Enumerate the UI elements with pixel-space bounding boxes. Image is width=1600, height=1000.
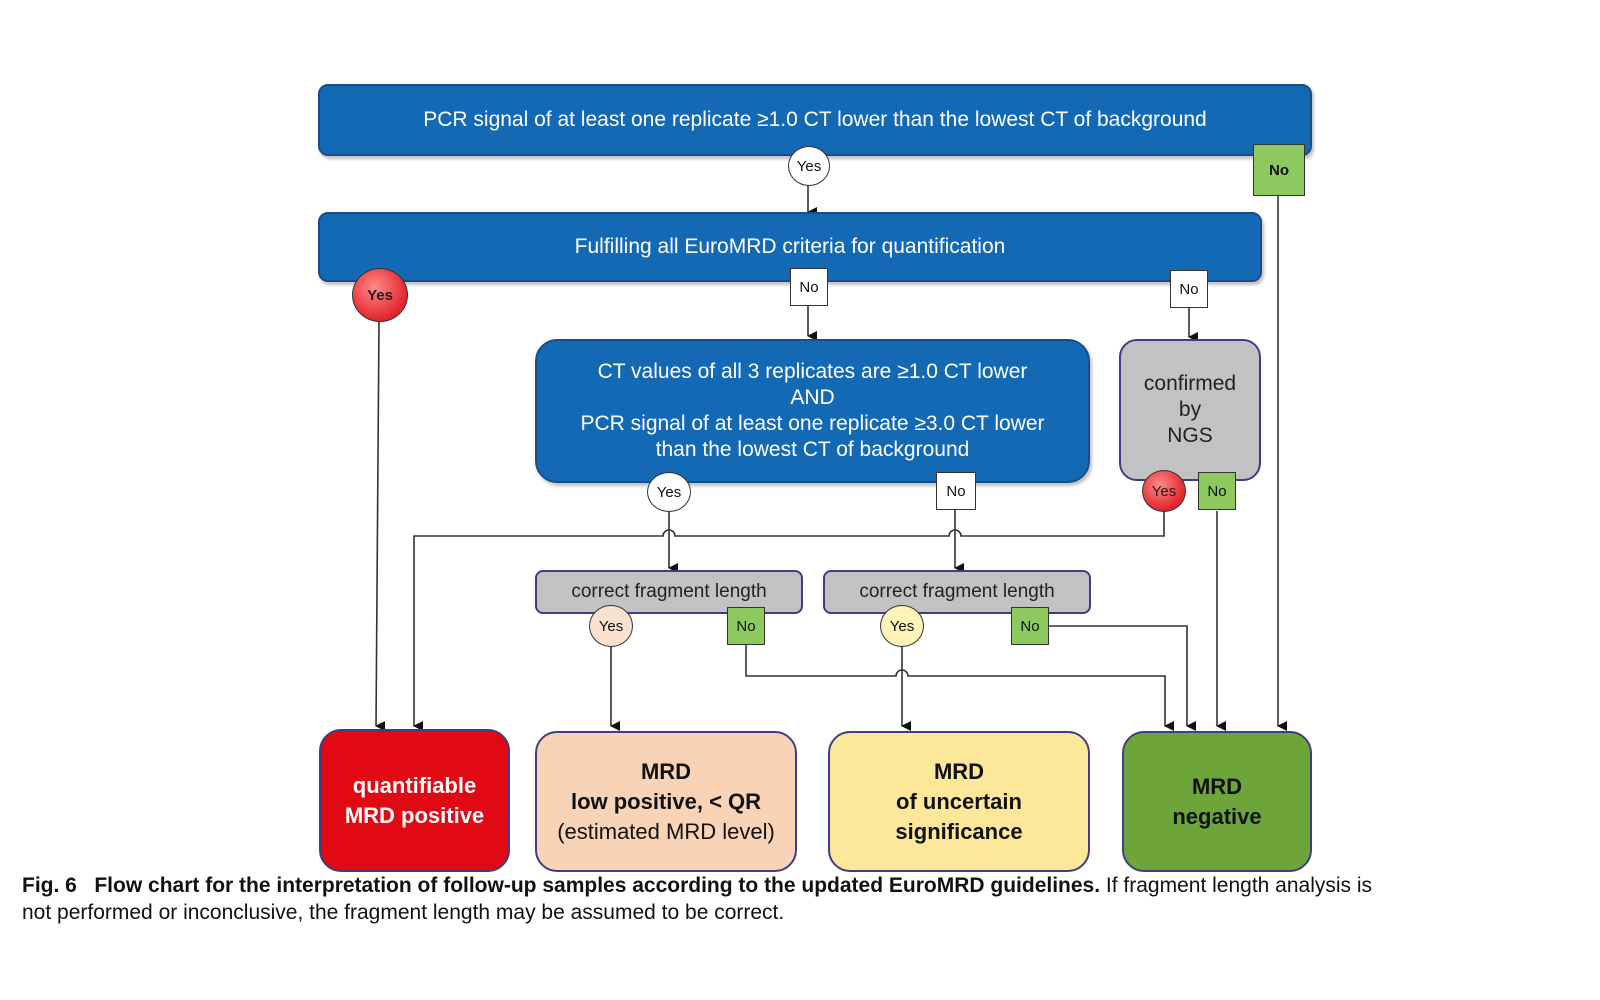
figure-caption: Fig. 6 Flow chart for the interpretation… [22, 872, 1600, 926]
badge-label: No [736, 617, 756, 635]
outcome-2-line-2: low positive, < QR [570, 788, 762, 814]
badge-fragment-left-yes: Yes [589, 605, 633, 647]
outcome-1-line-2: MRD positive [344, 802, 485, 828]
badge-fragment-right-no: No [1011, 607, 1049, 645]
decision-pcr-signal-text: PCR signal of at least one replicate ≥1.… [423, 108, 1207, 131]
badge-ngs-no: No [1198, 472, 1236, 510]
decision-fragment-length-left: correct fragment length [535, 570, 803, 614]
outcome-mrd-negative: MRD negative [1122, 731, 1312, 872]
badge-criteria-no: No [790, 268, 828, 306]
badge-replicates-yes: Yes [647, 472, 691, 512]
badge-label: Yes [598, 617, 624, 635]
outcome-mrd-low-positive: MRD low positive, < QR (estimated MRD le… [535, 731, 797, 872]
ngs-line-3: NGS [1167, 424, 1213, 447]
badge-label: No [799, 278, 819, 296]
caption-line-1: Fig. 6 Flow chart for the interpretation… [22, 872, 1600, 899]
badge-label: Yes [367, 286, 393, 304]
replicates-line-2: AND [790, 386, 835, 409]
badge-label: No [1269, 161, 1289, 179]
edge-criteria-yes [375, 321, 386, 732]
badge-criteria-no-2: No [1170, 270, 1208, 308]
badge-fragment-left-no: No [727, 607, 765, 645]
badge-criteria-yes: Yes [352, 268, 408, 322]
decision-pcr-signal: PCR signal of at least one replicate ≥1.… [318, 84, 1312, 156]
badge-top-no: No [1253, 144, 1305, 196]
replicates-line-4: than the lowest CT of background [655, 438, 970, 461]
decision-confirmed-by-ngs: confirmed by NGS [1119, 339, 1261, 481]
outcome-2-line-1: MRD [640, 758, 692, 784]
badge-label: No [1179, 280, 1199, 298]
badge-fragment-right-yes: Yes [880, 605, 924, 647]
outcome-2-line-3: (estimated MRD level) [557, 818, 775, 844]
badge-replicates-no: No [936, 472, 976, 510]
badge-label: No [1020, 617, 1040, 635]
outcome-4-line-1: MRD [1191, 773, 1243, 799]
outcome-mrd-uncertain-significance: MRD of uncertain significance [828, 731, 1090, 872]
badge-label: No [1207, 482, 1227, 500]
decision-replicates: CT values of all 3 replicates are ≥1.0 C… [535, 339, 1090, 483]
badge-label: No [946, 482, 966, 500]
caption-title: Flow chart for the interpretation of fol… [94, 874, 1101, 897]
badge-ngs-yes: Yes [1142, 470, 1186, 512]
badge-top-yes: Yes [788, 146, 830, 186]
ngs-line-2: by [1178, 398, 1202, 421]
decision-fragment-length-right: correct fragment length [823, 570, 1091, 614]
outcome-3-line-3: significance [895, 818, 1023, 844]
edge-ngs-yes [413, 511, 1165, 731]
decision-euromrd-criteria-text: Fulfilling all EuroMRD criteria for quan… [574, 235, 1006, 258]
outcome-3-line-2: of uncertain [896, 788, 1022, 814]
badge-label: Yes [796, 157, 822, 175]
caption-label: Fig. 6 [22, 874, 77, 897]
ngs-line-1: confirmed [1143, 372, 1237, 395]
fragment-left-text: correct fragment length [571, 581, 767, 602]
caption-text-1: If fragment length analysis is [1100, 874, 1373, 897]
outcome-3-line-1: MRD [933, 758, 985, 784]
outcome-4-line-2: negative [1172, 803, 1262, 829]
edge-frag-right-no [1030, 625, 1196, 731]
badge-label: Yes [1151, 482, 1177, 500]
badge-label: Yes [656, 483, 682, 501]
replicates-line-1: CT values of all 3 replicates are ≥1.0 C… [597, 360, 1028, 383]
outcome-1-line-1: quantifiable [352, 772, 477, 798]
fragment-right-text: correct fragment length [859, 581, 1055, 602]
replicates-line-3: PCR signal of at least one replicate ≥3.… [580, 412, 1045, 435]
edge-frag-left-no [745, 645, 1174, 731]
caption-line-2: not performed or inconclusive, the fragm… [22, 901, 785, 924]
badge-label: Yes [889, 617, 915, 635]
outcome-quantifiable-mrd-positive: quantifiable MRD positive [319, 729, 510, 872]
